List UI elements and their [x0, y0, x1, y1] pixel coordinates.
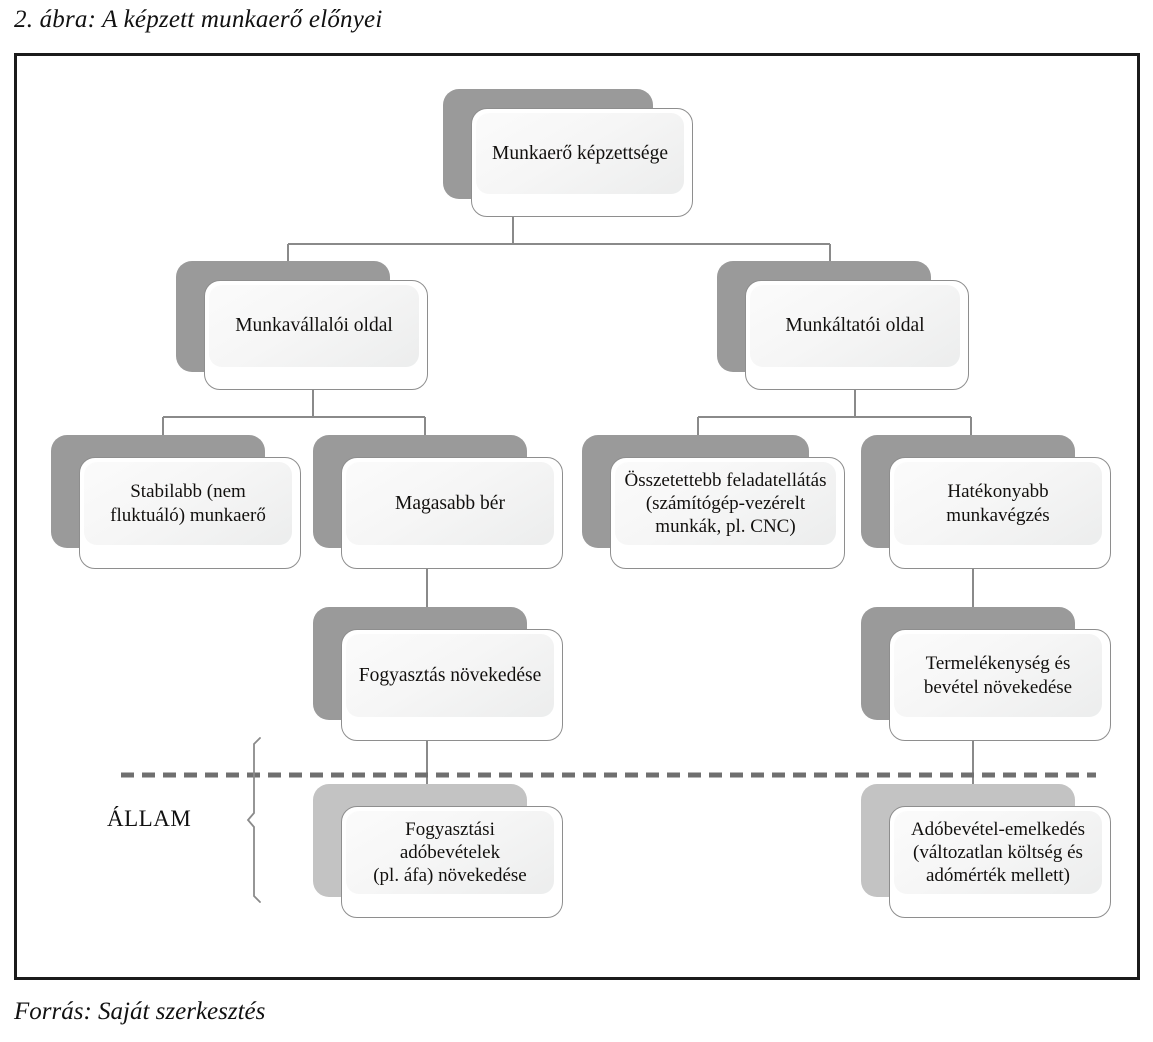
- node-card: Termelékenység és bevétel növekedése: [889, 629, 1111, 741]
- node-label: Stabilabb (nem fluktuáló) munkaerő: [110, 481, 266, 526]
- node-stable-workforce[interactable]: Stabilabb (nem fluktuáló) munkaerő: [51, 435, 301, 579]
- node-card: Stabilabb (nem fluktuáló) munkaerő: [79, 457, 301, 569]
- diagram-canvas: ÁLLAM Munkaerő képzettsége Munkavállalói…: [17, 56, 1137, 977]
- diagram-frame: ÁLLAM Munkaerő képzettsége Munkavállalói…: [14, 53, 1140, 980]
- node-card: Munkavállalói oldal: [204, 280, 428, 390]
- node-higher-wage[interactable]: Magasabb bér: [313, 435, 563, 579]
- node-panel: Munkáltatói oldal: [750, 285, 960, 367]
- node-panel: Munkavállalói oldal: [209, 285, 419, 367]
- node-label: Munkáltatói oldal: [785, 315, 925, 337]
- node-complex-tasks[interactable]: Összetettebb feladatellátás (számítógép-…: [582, 435, 845, 579]
- node-label: Hatékonyabb munkavégzés: [946, 481, 1050, 526]
- node-panel: Fogyasztás növekedése: [346, 634, 554, 717]
- node-panel: Munkaerő képzettsége: [476, 113, 684, 194]
- node-consumption-tax[interactable]: Fogyasztási adóbevételek (pl. áfa) növek…: [313, 784, 563, 928]
- node-card: Munkaerő képzettsége: [471, 108, 693, 217]
- node-panel: Összetettebb feladatellátás (számítógép-…: [615, 462, 836, 545]
- node-card: Fogyasztás növekedése: [341, 629, 563, 741]
- node-panel: Stabilabb (nem fluktuáló) munkaerő: [84, 462, 292, 545]
- node-panel: Fogyasztási adóbevételek (pl. áfa) növek…: [346, 811, 554, 894]
- node-employee-side[interactable]: Munkavállalói oldal: [176, 261, 428, 391]
- node-card: Összetettebb feladatellátás (számítógép-…: [610, 457, 845, 569]
- node-label: Fogyasztás növekedése: [358, 664, 542, 686]
- node-label: Összetettebb feladatellátás (számítógép-…: [624, 469, 827, 538]
- figure-caption: 2. ábra: A képzett munkaerő előnyei: [14, 6, 383, 33]
- node-label: Munkavállalói oldal: [235, 315, 393, 337]
- node-consumption-growth[interactable]: Fogyasztás növekedése: [313, 607, 563, 751]
- node-employer-side[interactable]: Munkáltatói oldal: [717, 261, 969, 391]
- node-card: Adóbevétel-emelkedés (változatlan költsé…: [889, 806, 1111, 918]
- node-panel: Termelékenység és bevétel növekedése: [894, 634, 1102, 717]
- figure-source: Forrás: Saját szerkesztés: [14, 998, 266, 1025]
- node-label: Munkaerő képzettsége: [492, 142, 668, 164]
- node-label: Magasabb bér: [395, 492, 505, 514]
- node-card: Munkáltatói oldal: [745, 280, 969, 390]
- node-label: Fogyasztási adóbevételek (pl. áfa) növek…: [373, 818, 527, 887]
- node-panel: Hatékonyabb munkavégzés: [894, 462, 1102, 545]
- node-card: Fogyasztási adóbevételek (pl. áfa) növek…: [341, 806, 563, 918]
- node-panel: Magasabb bér: [346, 462, 554, 545]
- node-efficient-work[interactable]: Hatékonyabb munkavégzés: [861, 435, 1111, 579]
- node-productivity-revenue[interactable]: Termelékenység és bevétel növekedése: [861, 607, 1111, 751]
- node-card: Hatékonyabb munkavégzés: [889, 457, 1111, 569]
- node-panel: Adóbevétel-emelkedés (változatlan költsé…: [894, 811, 1102, 894]
- node-label: Termelékenység és bevétel növekedése: [923, 653, 1073, 698]
- node-card: Magasabb bér: [341, 457, 563, 569]
- state-group-label: ÁLLAM: [107, 806, 192, 831]
- allam-brace: [246, 737, 261, 903]
- node-root[interactable]: Munkaerő képzettsége: [443, 89, 693, 217]
- node-label: Adóbevétel-emelkedés (változatlan költsé…: [910, 818, 1086, 887]
- node-tax-revenue-rise[interactable]: Adóbevétel-emelkedés (változatlan költsé…: [861, 784, 1111, 928]
